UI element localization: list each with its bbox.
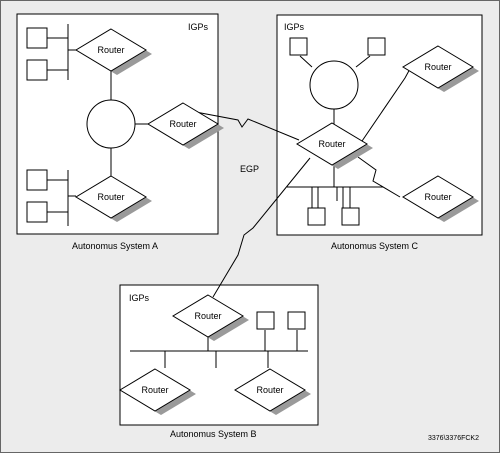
host-c2: [367, 37, 386, 56]
router-label: Router: [424, 192, 451, 202]
igp-label-c: IGPs: [284, 22, 305, 32]
host-c1: [289, 37, 308, 56]
router-a-border: Router: [147, 102, 225, 150]
router-label: Router: [141, 385, 168, 395]
host-a4: [26, 201, 48, 223]
caption-system-c: Autonomus System C: [331, 241, 419, 251]
host-c4: [341, 207, 360, 226]
egp-links: [184, 109, 311, 298]
router-c-top: Router: [402, 45, 480, 93]
host-b2: [287, 311, 306, 330]
router-label: Router: [424, 62, 451, 72]
figure-code: 3376\3376FCK2: [428, 435, 479, 442]
host-b1: [256, 311, 275, 330]
igp-label-a: IGPs: [188, 22, 209, 32]
host-a1: [26, 27, 48, 49]
host-a2: [26, 59, 48, 81]
router-c-bottom: Router: [402, 175, 480, 223]
igp-label-b: IGPs: [129, 293, 150, 303]
router-label: Router: [97, 45, 124, 55]
router-a-top: Router: [75, 28, 153, 76]
ring-network-a: [86, 99, 136, 149]
ring-network-c: [309, 60, 359, 110]
router-c-core: Router: [296, 122, 374, 170]
router-b-border: Router: [172, 294, 250, 342]
system-b-links: [130, 330, 308, 368]
router-label: Router: [256, 385, 283, 395]
router-label: Router: [318, 139, 345, 149]
router-label: Router: [97, 192, 124, 202]
router-a-bottom: Router: [75, 175, 153, 223]
caption-system-b: Autonomus System B: [170, 429, 257, 439]
router-b-left: Router: [119, 368, 197, 416]
host-c3: [307, 207, 326, 226]
caption-system-a: Autonomus System A: [72, 241, 158, 251]
egp-label: EGP: [240, 164, 259, 174]
router-label: Router: [169, 119, 196, 129]
router-label: Router: [194, 311, 221, 321]
host-a3: [26, 169, 48, 191]
router-b-right: Router: [234, 368, 312, 416]
